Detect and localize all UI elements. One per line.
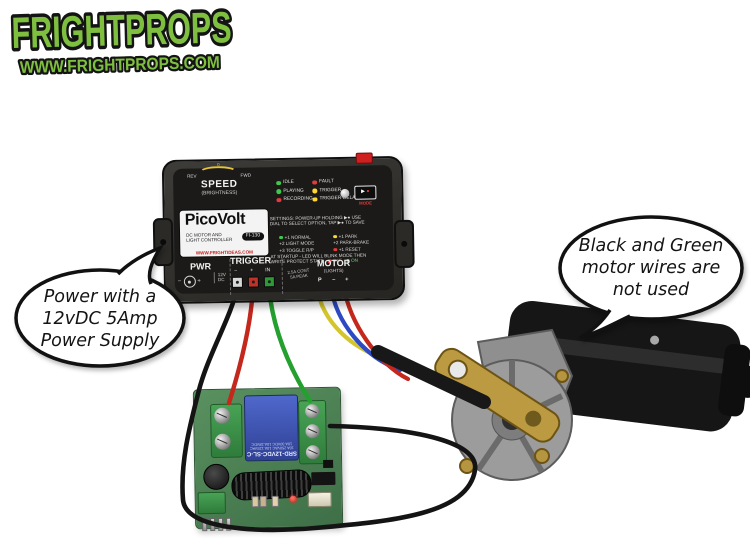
option: +2 PARK-BRAKE — [333, 239, 370, 246]
bubble-text-line: Power Supply — [40, 330, 160, 351]
wire-power-negative-black — [180, 285, 478, 533]
trigger-delay-led — [312, 196, 318, 202]
led-label: FAULT — [319, 179, 334, 185]
mode-label: MODE — [359, 200, 373, 206]
bubble-text-line: not used — [612, 279, 690, 300]
option: +1 RESET — [338, 246, 361, 252]
bubble-text-line: motor wires are — [581, 257, 721, 278]
gold-bolt — [534, 448, 550, 464]
dial-arc: 0 — [199, 162, 238, 179]
speed-dial-labels: REV 0 FWD SPEED (BRIGHTNESS) — [177, 162, 261, 197]
bubble-text-line: 12vDC 5Amp — [42, 308, 158, 329]
option: +3 TOGGLE R/P — [279, 247, 314, 254]
wiper-motor — [434, 301, 750, 481]
dial-zero-label: 0 — [217, 162, 220, 168]
dc-label: DC — [217, 277, 225, 283]
logo-url: WWW.FRIGHTPROPS.COM — [20, 53, 220, 77]
motor-screw — [650, 335, 660, 345]
lights-label: (LIGHTS) — [323, 267, 344, 274]
bubble-tail — [579, 309, 631, 340]
voltage-label: 12V DC — [213, 272, 227, 283]
motor-minus-label: − — [332, 277, 336, 284]
bubble-text-line: Power with a — [43, 287, 157, 307]
fault-led — [312, 179, 317, 185]
led-column-right: FAULT TRIGGER TRIGGER-DELAY — [312, 179, 358, 202]
led-column-left: IDLE PLAYING RECORDING — [276, 179, 313, 203]
trigger-plus-terminal — [247, 276, 259, 288]
record-icon: ● — [366, 188, 370, 195]
settings-options-a: +1 NORMAL +2 LIGHT MODE +3 TOGGLE R/P — [279, 234, 314, 254]
option: +1 PARK — [338, 233, 358, 240]
mounting-ear — [393, 219, 415, 269]
model-badge: FI-130 — [241, 232, 265, 241]
trigger-minus-terminal — [231, 276, 244, 288]
led-label: TRIGGER-DELAY — [319, 195, 359, 202]
bubble-text-line: Black and Green — [578, 236, 724, 256]
logo-title: FRIGHTPROPS — [11, 3, 232, 58]
motor-wire-sheath — [371, 345, 491, 409]
trigger-minus-label: − — [234, 267, 238, 274]
motor-p-label: P — [317, 277, 322, 284]
playing-led — [276, 189, 281, 194]
motor-plus-label: + — [345, 276, 349, 283]
trigger-label: TRIGGER — [229, 255, 272, 266]
dial-fwd-label: FWD — [240, 172, 252, 178]
record-button — [355, 152, 373, 164]
recording-led — [276, 197, 282, 203]
settings-options-b: +1 PARK +2 PARK-BRAKE +1 RESET — [333, 234, 369, 254]
led-label: RECORDING — [283, 196, 313, 203]
wire-trigger-in-green — [266, 285, 313, 404]
mode-button-badge: ▶ ● — [354, 185, 377, 200]
dial-rev-label: REV — [187, 173, 197, 179]
frightprops-logo: FRIGHTPROPS WWW.FRIGHTPROPS.COM — [7, 2, 235, 79]
speed-dial-knob — [340, 188, 350, 199]
bubble-tail — [116, 244, 165, 285]
brand-name: PicoVolt — [184, 210, 246, 229]
play-icon: ▶ — [361, 188, 366, 195]
idle-led — [276, 180, 281, 186]
trigger-plus-label: + — [250, 267, 254, 274]
trigger-led — [312, 188, 317, 194]
gold-bolt — [555, 369, 569, 383]
settings-text: SETTINGS: POWER-UP HOLDING ▶● USE DIAL T… — [270, 214, 382, 227]
trigger-in-terminal — [263, 276, 275, 288]
option: +1 NORMAL — [284, 234, 311, 240]
speech-bubble-power: Power with a 12vDC 5Amp Power Supply — [8, 240, 203, 375]
led-label: IDLE — [283, 179, 294, 185]
led-label: PLAYING — [283, 188, 304, 194]
led-label: TRIGGER — [319, 187, 342, 193]
speech-bubble-motor: Black and Green motor wires are not used — [555, 212, 750, 352]
option: +2 LIGHT MODE — [279, 240, 315, 247]
trigger-in-label: IN — [265, 267, 271, 274]
motor-mounting-bracket — [434, 347, 561, 443]
